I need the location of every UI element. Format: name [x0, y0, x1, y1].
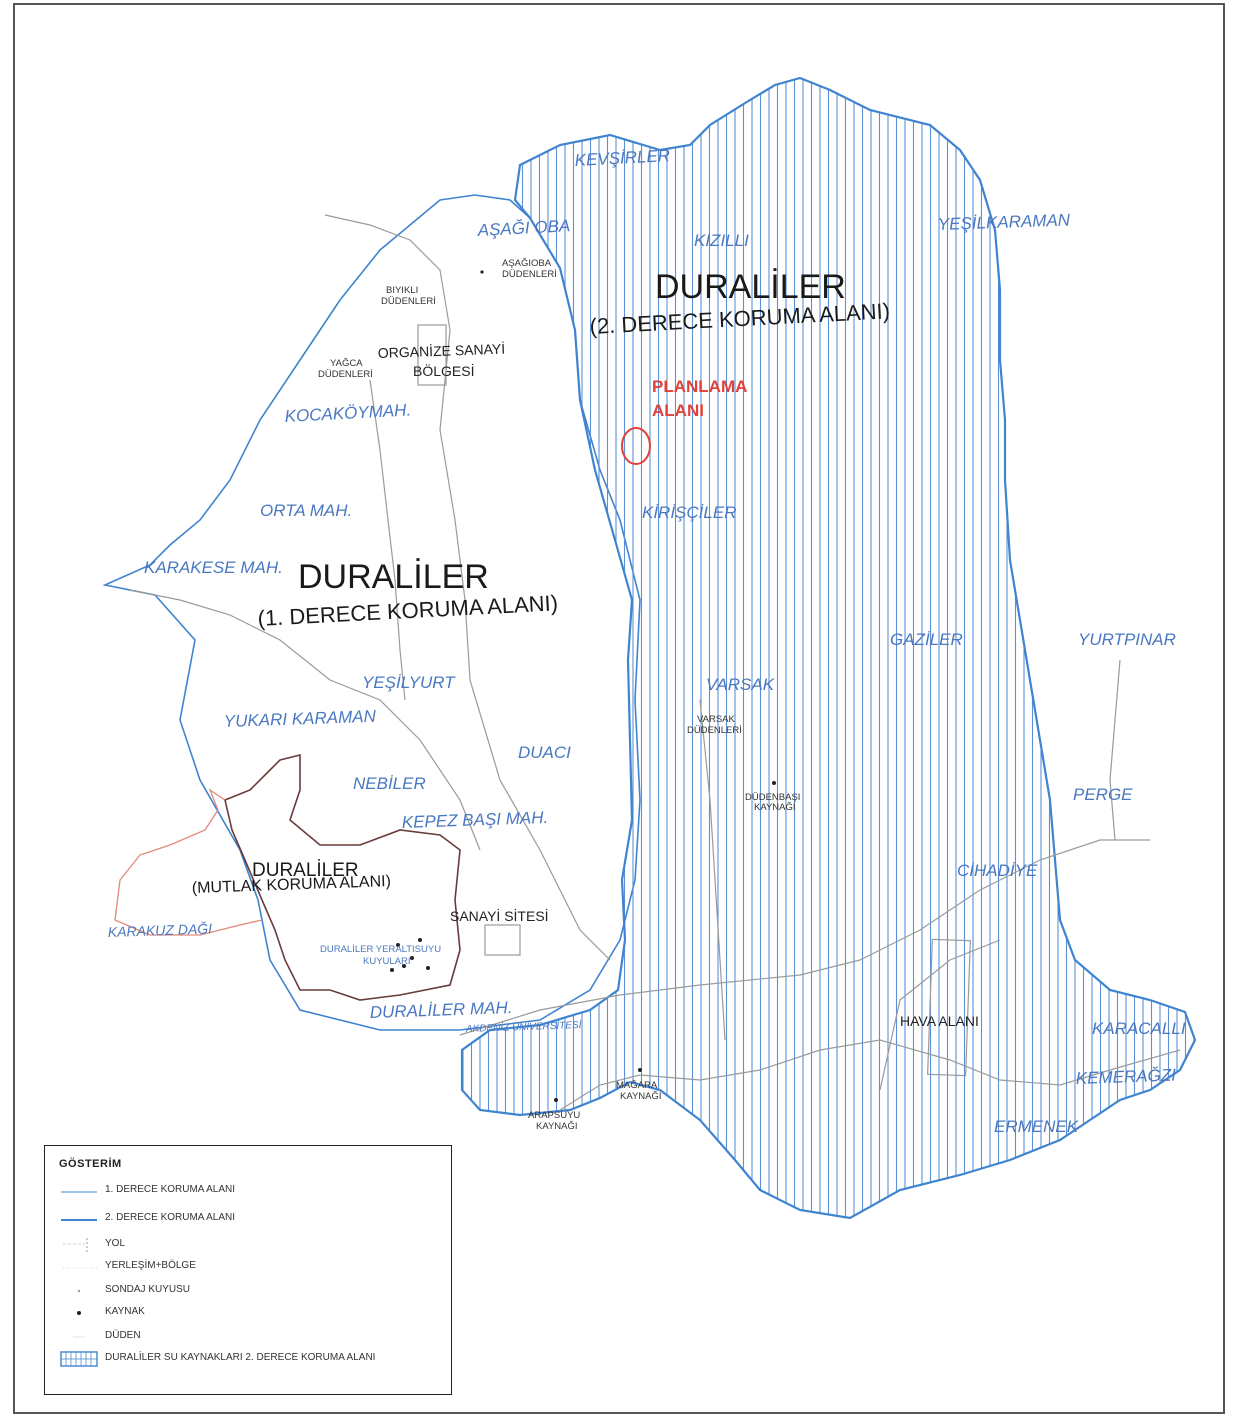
- dudenbasi-spring-1: DÜDENBAŞI: [745, 792, 800, 803]
- place-orta: ORTA MAH.: [260, 501, 352, 520]
- legend-label: SONDAJ KUYUSU: [105, 1284, 191, 1295]
- legend-label: YERLEŞİM+BÖLGE: [105, 1260, 196, 1271]
- settlement-line-icon: [63, 1267, 97, 1269]
- place-yurtpinar: YURTPINAR: [1078, 630, 1176, 649]
- place-kirisciler: KİRİŞÇİLER: [642, 503, 736, 522]
- absolute-zone-subtitle: (MUTLAK KORUMA ALANI): [192, 873, 392, 897]
- hava-alani-label: HAVA ALANI: [900, 1013, 979, 1029]
- legend-label: DÜDEN: [105, 1330, 141, 1341]
- wells-label-2: KUYULARI: [363, 956, 411, 967]
- place-varsak: VARSAK: [706, 675, 775, 694]
- place-perge: PERGE: [1073, 785, 1133, 804]
- place-kevsirler: KEVŞİRLER: [574, 146, 670, 170]
- place-asagi-oba: AŞAĞI OBA: [476, 216, 570, 240]
- hatched-box-icon: [60, 1351, 98, 1367]
- legend-item-settlement: YERLEŞİM+BÖLGE: [59, 1258, 449, 1276]
- biyikli-duden-1: BIYIKLI: [386, 285, 418, 296]
- sinkhole-mark-icon: [73, 1336, 85, 1338]
- varsak-duden-2: DÜDENLERİ: [687, 725, 742, 736]
- planning-area-marker[interactable]: [621, 427, 651, 465]
- legend-label: 1. DERECE KORUMA ALANI: [105, 1184, 236, 1195]
- legend-item-zone2: 2. DERECE KORUMA ALANI: [59, 1210, 449, 1228]
- arapsuyu-spring-2: KAYNAĞI: [536, 1121, 578, 1132]
- legend-label: KAYNAK: [105, 1306, 145, 1317]
- place-yesilyurt: YEŞİLYURT: [362, 673, 456, 692]
- biyikli-duden-2: DÜDENLERİ: [381, 296, 436, 307]
- absolute-zone-boundary: [224, 753, 461, 1001]
- place-karakese: KARAKESE MAH.: [144, 558, 283, 577]
- legend-title: GÖSTERİM: [59, 1158, 122, 1170]
- place-ermenek: ERMENEK: [994, 1117, 1079, 1136]
- arapsuyu-spring-1: ARAPSUYU: [528, 1110, 580, 1121]
- feature-labels: ORGANİZE SANAYİ BÖLGESİ SANAYİ SİTESİ HA…: [318, 258, 979, 1132]
- thin-blue-line-icon: [61, 1191, 97, 1193]
- place-kizilli: KIZILLI: [694, 231, 749, 250]
- varsak-duden-1: VARSAK: [697, 714, 736, 725]
- place-duaci: DUACI: [518, 743, 571, 762]
- magara-spring-2: KAYNAĞI: [620, 1091, 662, 1102]
- springs-and-wells: [390, 270, 776, 1102]
- roads: [129, 214, 1181, 1111]
- spring-dot-icon: [77, 1311, 81, 1315]
- thick-blue-line-icon: [61, 1219, 97, 1221]
- yagca-duden-1: YAĞCA: [330, 358, 363, 369]
- karakuz-boundary: [114, 788, 263, 936]
- place-akdeniz: AKDENİZ ÜNİVERSİTESİ: [465, 1019, 582, 1035]
- zone2-name: DURALİLER: [655, 268, 846, 306]
- zone2-hatched-area: [460, 76, 1197, 1220]
- asagioba-duden-2: DÜDENLERİ: [502, 269, 557, 280]
- legend-item-zone1: 1. DERECE KORUMA ALANI: [59, 1182, 449, 1200]
- place-karakuz: KARAKUZ DAĞI: [108, 920, 213, 940]
- planning-area-label-1: PLANLAMA: [652, 377, 747, 396]
- legend-item-road: YOL: [59, 1236, 449, 1254]
- sanayi-sitesi-label: SANAYİ SİTESİ: [450, 907, 549, 924]
- wells-label-1: DURALİLER YERALTISUYU: [320, 944, 441, 955]
- place-yesilkaraman: YEŞİLKARAMAN: [937, 210, 1071, 234]
- magara-spring-1: MAĞARA: [616, 1080, 658, 1091]
- place-kemeragzi: KEMERAĞZI: [1075, 1066, 1176, 1088]
- place-nebiler: NEBİLER: [353, 774, 426, 793]
- zone1-name: DURALİLER: [298, 558, 489, 596]
- yagca-duden-2: DÜDENLERİ: [318, 369, 373, 380]
- osb-label-2: BÖLGESİ: [413, 362, 474, 379]
- asagioba-duden-1: AŞAĞIOBA: [502, 258, 552, 269]
- legend-item-spring: KAYNAK: [59, 1304, 449, 1322]
- legend-item-hatched-zone: DURALİLER SU KAYNAKLARI 2. DERECE KORUMA…: [59, 1350, 449, 1368]
- place-cihadiye: CİHADİYE: [957, 861, 1038, 880]
- legend-label: 2. DERECE KORUMA ALANI: [105, 1212, 236, 1223]
- place-duraliler-mah: DURALİLER MAH.: [369, 998, 512, 1022]
- osb-label-1: ORGANİZE SANAYİ: [378, 340, 506, 361]
- place-gaziler: GAZİLER: [890, 630, 963, 649]
- map-legend: GÖSTERİM 1. DERECE KORUMA ALANI 2. DEREC…: [44, 1145, 452, 1395]
- planning-area-label-2: ALANI: [652, 401, 704, 420]
- absolute-zone-name: DURALİLER: [252, 860, 359, 881]
- place-labels: KEVŞİRLER AŞAĞI OBA KIZILLI YEŞİLKARAMAN…: [108, 146, 1186, 1136]
- place-karacalli: KARACALLI: [1092, 1019, 1186, 1038]
- legend-item-well: SONDAJ KUYUSU: [59, 1282, 449, 1300]
- legend-label: DURALİLER SU KAYNAKLARI 2. DERECE KORUMA…: [105, 1352, 376, 1363]
- dudenbasi-spring-2: KAYNAĞI: [754, 802, 796, 813]
- well-dot-icon: [77, 1289, 81, 1293]
- road-line-icon: [63, 1238, 88, 1252]
- legend-item-sinkhole: DÜDEN: [59, 1328, 449, 1346]
- legend-label: YOL: [105, 1238, 126, 1249]
